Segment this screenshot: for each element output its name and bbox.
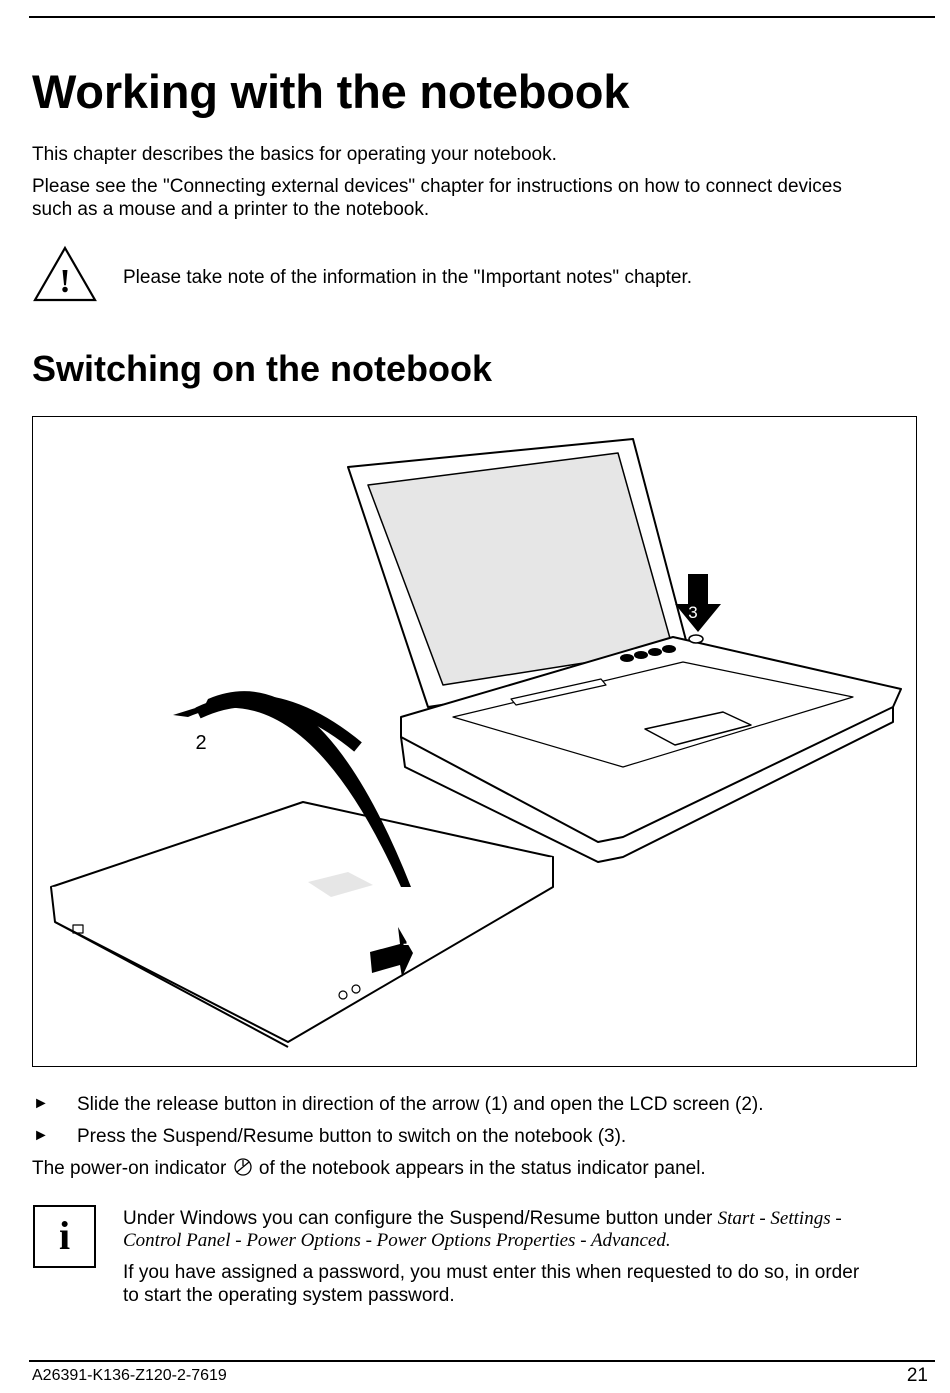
page-title: Working with the notebook — [32, 65, 630, 118]
info-paragraph-1-line-2: Control Panel - Power Options - Power Op… — [123, 1229, 671, 1252]
arrow-2-label: 2 — [195, 732, 206, 754]
bottom-rule — [29, 1360, 935, 1362]
intro-paragraph-2-line-2: such as a mouse and a printer to the not… — [32, 199, 430, 220]
power-on-icon — [232, 1157, 254, 1183]
indicator-text-before: The power-on indicator — [32, 1158, 227, 1179]
page-number: 21 — [906, 1365, 928, 1386]
speaker-strip — [510, 678, 607, 706]
info-menu-path-rest: Control Panel - Power Options - Power Op… — [123, 1230, 666, 1251]
warning-text: Please take note of the information in t… — [123, 267, 693, 288]
info-text-plain: Under Windows you can configure the Susp… — [123, 1208, 713, 1229]
arrow-1 — [370, 927, 413, 977]
intro-paragraph-1: This chapter describes the basics for op… — [32, 144, 557, 165]
info-paragraph-2-line-2: to start the operating system password. — [123, 1285, 455, 1306]
notebook-illustration: 3 2 1 — [32, 416, 917, 1067]
arrow-1-label: 1 — [402, 930, 411, 949]
open-base-outline — [400, 636, 902, 843]
bullet-marker: ► — [33, 1095, 49, 1112]
top-rule — [29, 16, 935, 18]
info-paragraph-1-line-1: Under Windows you can configure the Susp… — [123, 1207, 842, 1230]
indicator-sentence: The power-on indicator of the notebook a… — [32, 1157, 706, 1183]
bullet-marker: ► — [33, 1127, 49, 1144]
indicator-text-after: of the notebook appears in the status in… — [258, 1158, 706, 1179]
warning-triangle-icon: ! — [32, 245, 98, 303]
palmrest-area — [452, 661, 854, 768]
svg-text:!: ! — [59, 263, 70, 300]
info-menu-path-start: Start - Settings - — [717, 1208, 842, 1229]
suspend-resume-button — [688, 634, 704, 644]
intro-paragraph-2-line-1: Please see the "Connecting external devi… — [32, 176, 842, 197]
touchpad — [644, 711, 752, 746]
section-heading: Switching on the notebook — [32, 348, 492, 389]
info-menu-path-end: . — [665, 1230, 671, 1251]
arrow-2 — [173, 691, 411, 887]
info-icon: i — [33, 1205, 96, 1268]
arrow-3-label: 3 — [688, 603, 697, 622]
footer-document-code: A26391-K136-Z120-2-7619 — [32, 1367, 227, 1384]
arrow-3 — [675, 574, 721, 632]
instruction-step-1: Slide the release button in direction of… — [77, 1094, 764, 1115]
instruction-step-2: Press the Suspend/Resume button to switc… — [77, 1126, 627, 1147]
info-paragraph-2-line-1: If you have assigned a password, you mus… — [123, 1262, 860, 1283]
